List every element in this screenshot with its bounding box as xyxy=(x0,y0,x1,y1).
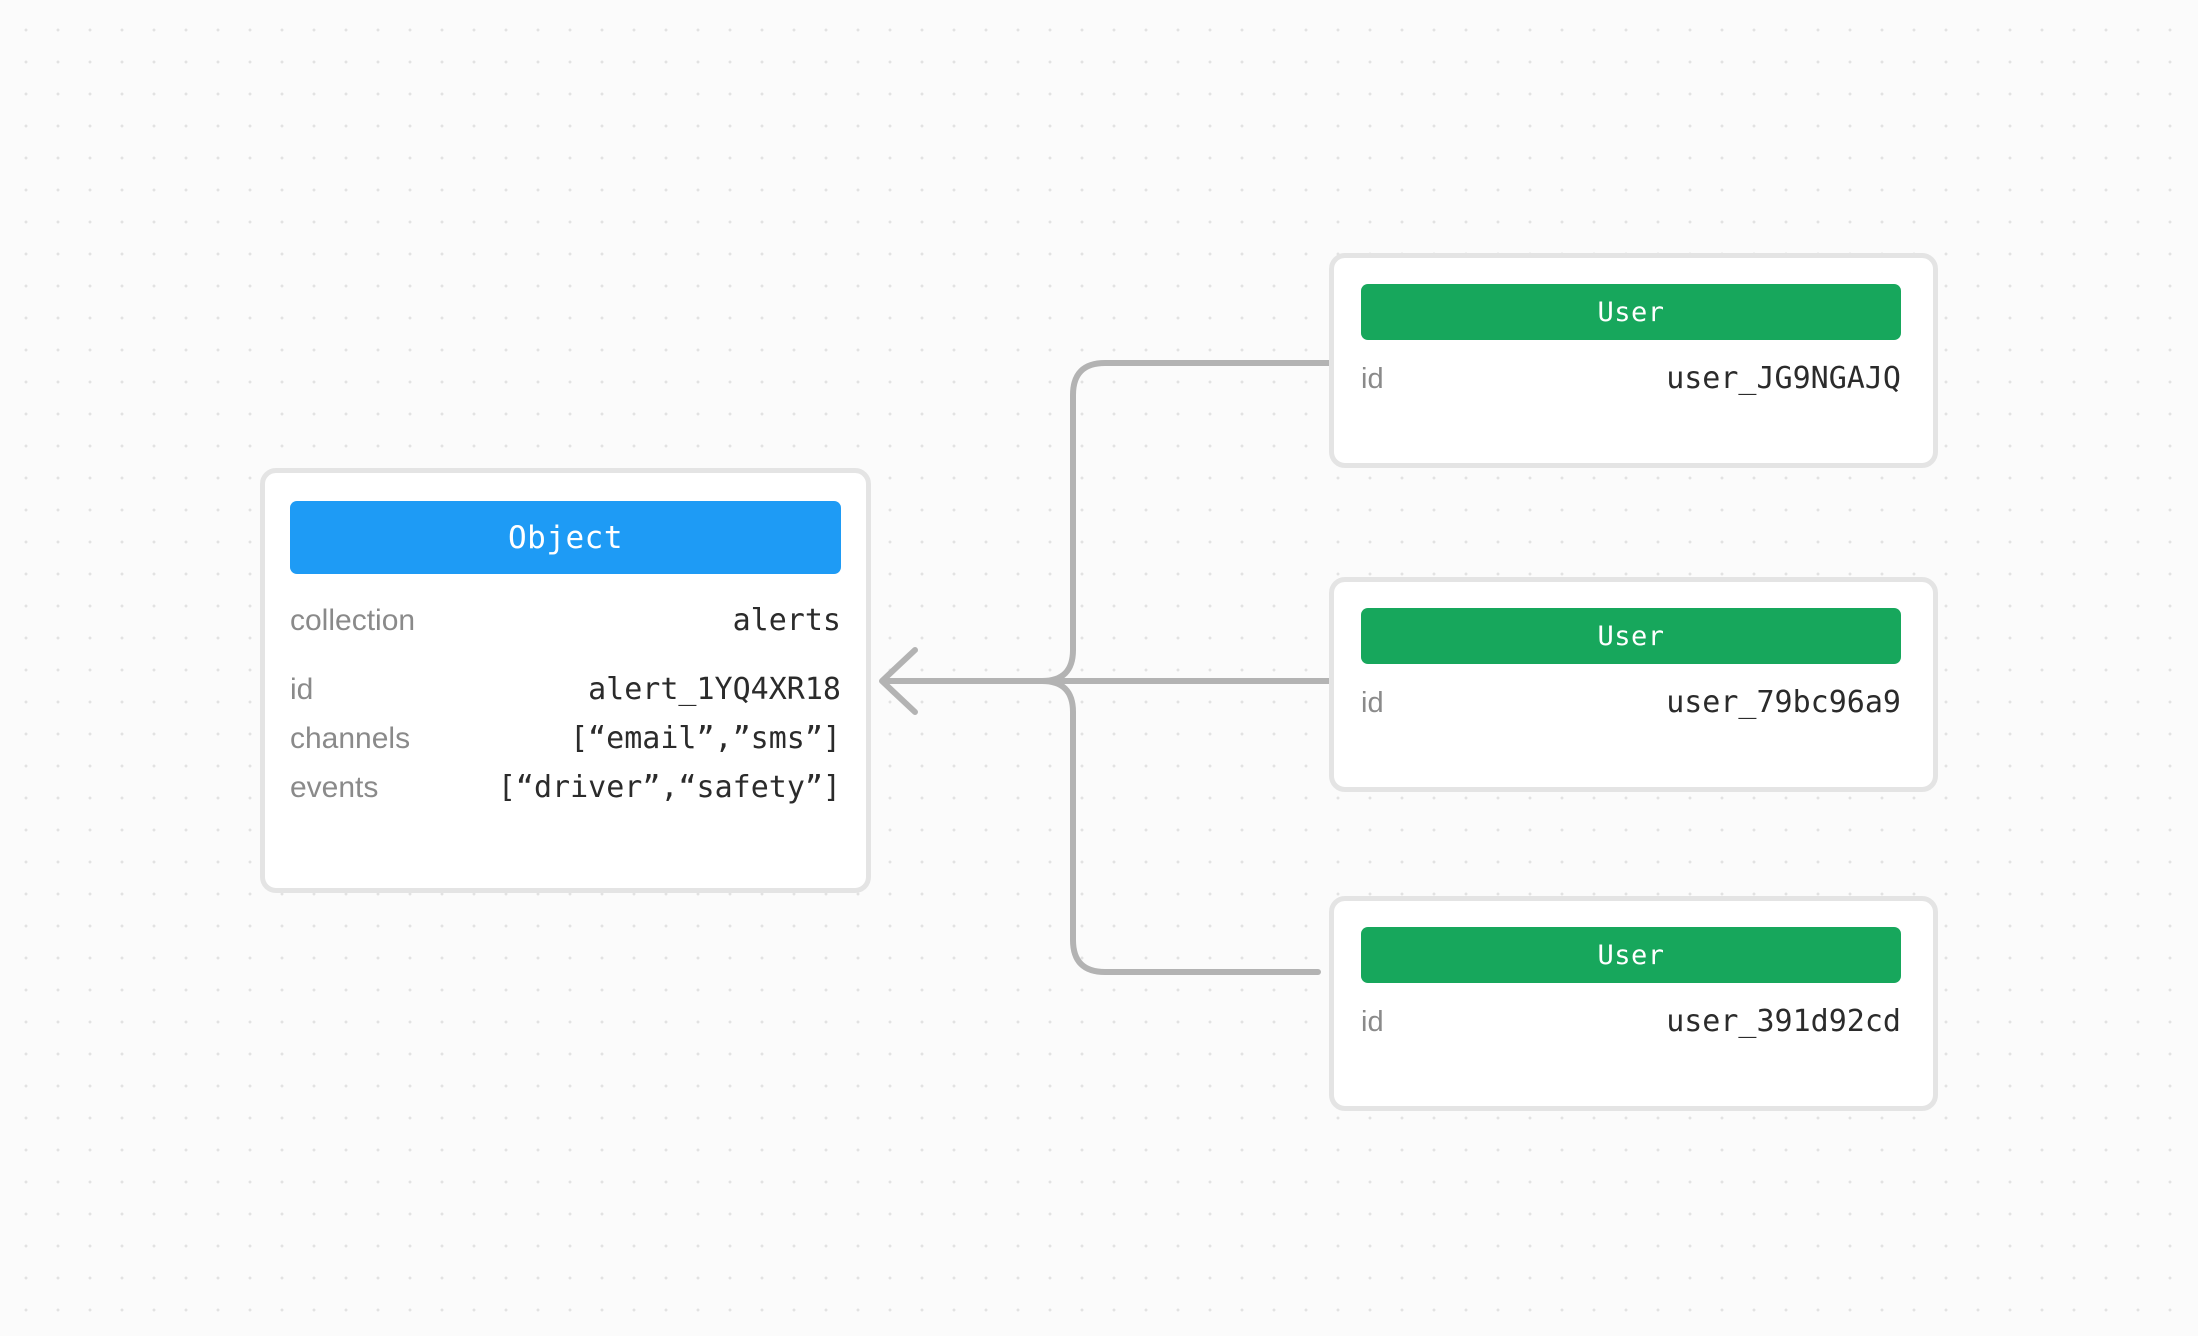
node-user-1[interactable]: User id user_79bc96a9 xyxy=(1329,577,1938,792)
field-row-channels: channels [“email”,”sms”] xyxy=(290,721,841,770)
node-user-type-badge: User xyxy=(1361,284,1901,340)
node-user-fields: id user_79bc96a9 xyxy=(1361,685,1901,720)
node-user-fields: id user_JG9NGAJQ xyxy=(1361,361,1901,396)
field-key: id xyxy=(1361,687,1384,719)
field-row-id: id alert_1YQ4XR18 xyxy=(290,672,841,721)
field-row-id: id user_79bc96a9 xyxy=(1361,685,1901,720)
field-value: user_JG9NGAJQ xyxy=(1666,361,1901,396)
field-value: [“email”,”sms”] xyxy=(570,721,841,756)
field-value: user_79bc96a9 xyxy=(1666,685,1901,720)
field-value: [“driver”,“safety”] xyxy=(497,770,841,805)
field-row-id: id user_391d92cd xyxy=(1361,1004,1901,1039)
node-user-0[interactable]: User id user_JG9NGAJQ xyxy=(1329,253,1938,468)
field-key: events xyxy=(290,771,379,804)
edge-user-0 xyxy=(883,360,1335,684)
field-key: id xyxy=(1361,363,1384,395)
edge-arrowhead-icon xyxy=(879,647,918,715)
field-key: id xyxy=(1361,1006,1384,1038)
field-row-collection: collection alerts xyxy=(290,603,841,652)
node-object[interactable]: Object collection alerts id alert_1YQ4XR… xyxy=(260,468,871,893)
node-object-fields: collection alerts id alert_1YQ4XR18 chan… xyxy=(290,603,841,819)
edge-user-2 xyxy=(883,678,1321,975)
field-value: user_391d92cd xyxy=(1666,1004,1901,1039)
field-key: channels xyxy=(290,722,411,755)
node-user-type-badge: User xyxy=(1361,927,1901,983)
field-key: collection xyxy=(290,604,416,637)
field-value: alerts xyxy=(732,603,841,638)
field-row-events: events [“driver”,“safety”] xyxy=(290,770,841,819)
field-row-id: id user_JG9NGAJQ xyxy=(1361,361,1901,396)
node-object-type-badge: Object xyxy=(290,501,841,574)
node-user-type-badge: User xyxy=(1361,608,1901,664)
field-key: id xyxy=(290,673,314,706)
node-user-2[interactable]: User id user_391d92cd xyxy=(1329,896,1938,1111)
field-value: alert_1YQ4XR18 xyxy=(588,672,841,707)
node-user-fields: id user_391d92cd xyxy=(1361,1004,1901,1039)
